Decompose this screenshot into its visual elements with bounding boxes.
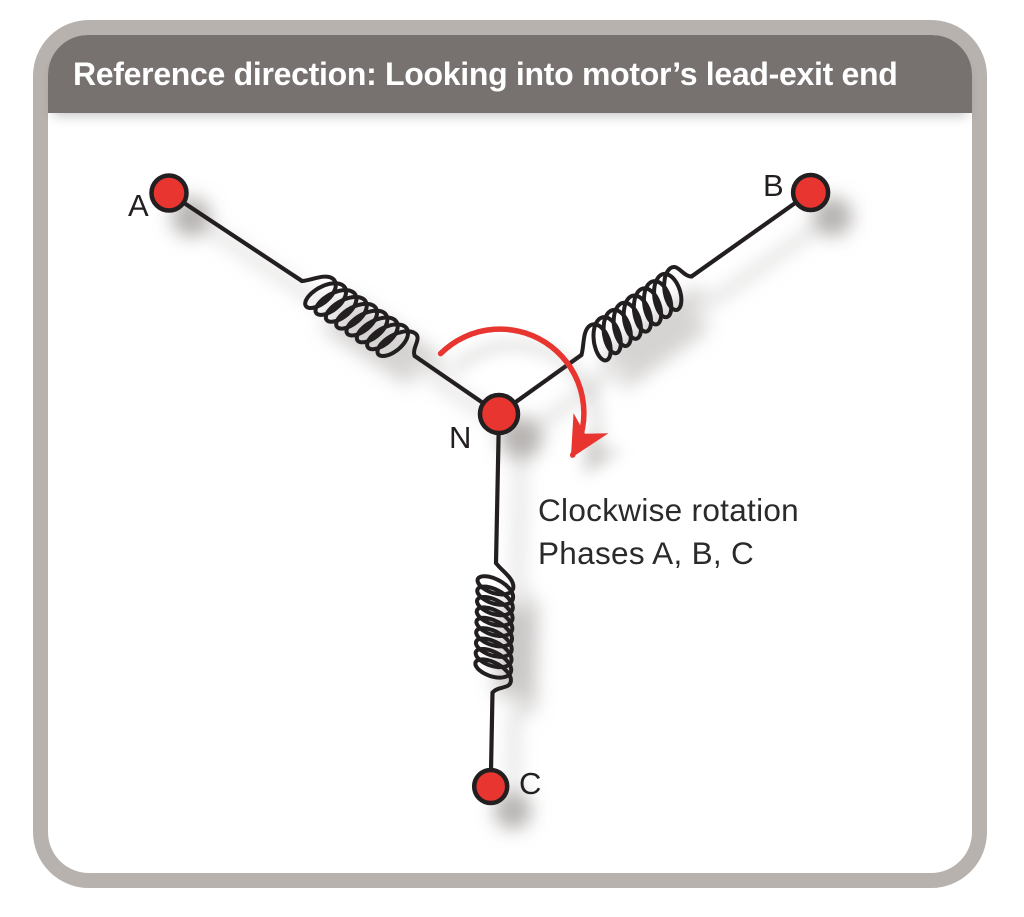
rotation-annotation-line2: Phases A, B, C: [538, 535, 754, 571]
phase-a-lead-wire: [166, 190, 305, 284]
neutral-node: [477, 392, 521, 436]
clockwise-rotation-arrow: [437, 326, 609, 459]
figure-frame: Reference direction: Looking into motor’…: [33, 20, 987, 888]
figure-title-bar: Reference direction: Looking into motor’…: [48, 35, 972, 113]
phase-c-winding-coil: [473, 561, 516, 695]
terminal-c-label: C: [519, 766, 541, 801]
terminal-b-label: B: [763, 168, 784, 203]
phase-b-lead-wire: [689, 190, 813, 279]
rotation-annotation-line1: Clockwise rotation: [538, 492, 799, 528]
phase-b-winding-coil: [579, 265, 694, 363]
terminal-c-node: [471, 767, 510, 806]
phase-a-winding-coil: [300, 274, 420, 359]
rotation-indicator: [437, 326, 609, 459]
neutral-label: N: [449, 420, 471, 455]
terminal-a-node: [149, 173, 189, 213]
figure-title: Reference direction: Looking into motor’…: [73, 56, 898, 92]
phase-c-neutral-wire: [493, 411, 502, 566]
winding-network: [149, 172, 831, 806]
terminal-a-label: A: [128, 188, 149, 223]
terminal-b-node: [790, 172, 831, 213]
